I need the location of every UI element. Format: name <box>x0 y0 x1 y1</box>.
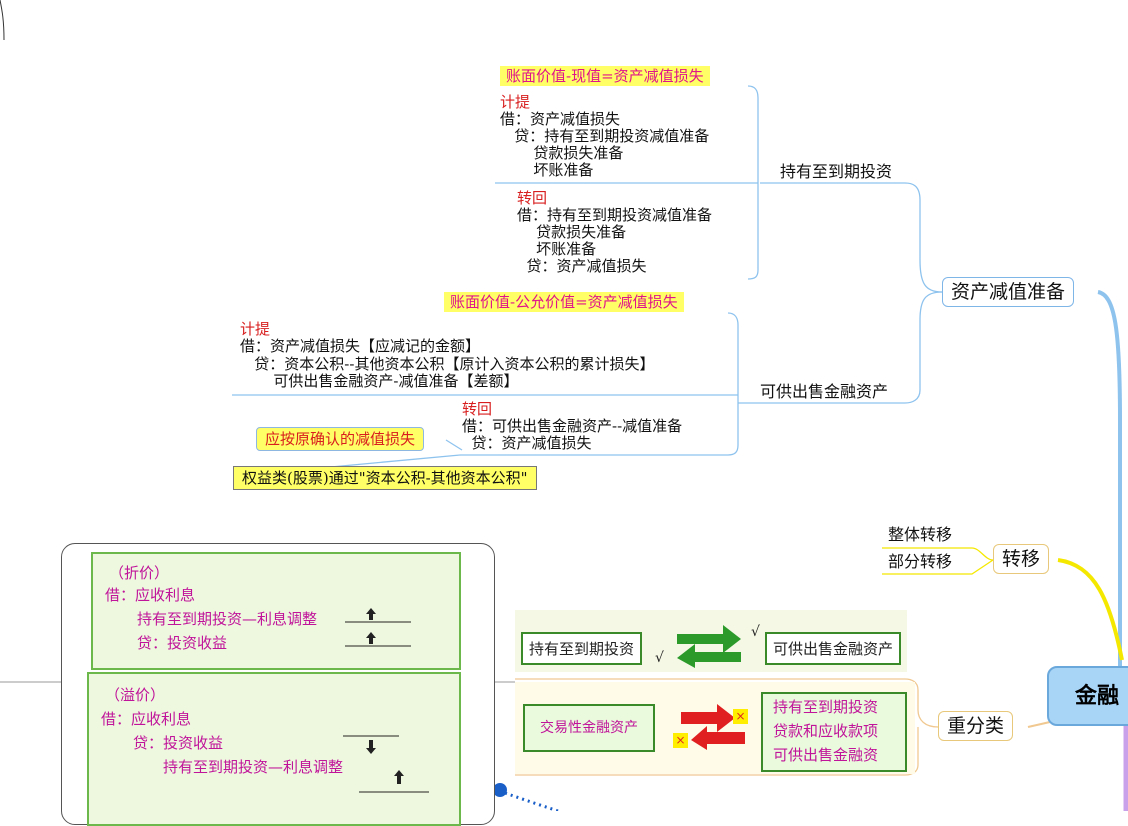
discount-line-2: 持有至到期投资—利息调整 <box>137 610 318 628</box>
reclass-bracket <box>515 678 939 728</box>
x-mark-2: × <box>673 733 688 748</box>
htm-bracket <box>747 85 759 280</box>
premium-line-1: 借：应收利息 <box>101 710 192 728</box>
premium-panel: （溢价） 借：应收利息 贷：投资收益 持有至到期投资—利息调整 <box>87 672 461 826</box>
reclass-bottom-right-box: 持有至到期投资 贷款和应收款项 可供出售金融资 <box>761 692 907 772</box>
check-mark-1: √ <box>655 650 664 666</box>
htm-connector <box>760 182 943 293</box>
htm-reversal-title: 转回 <box>517 189 548 207</box>
reclass-top-image: 持有至到期投资 √ √ 可供出售金融资产 <box>515 610 907 672</box>
afs-reversal-title: 转回 <box>462 400 493 418</box>
red-swap-arrows-icon <box>681 704 745 750</box>
central-node[interactable]: 金融 <box>1047 666 1128 726</box>
transfer-connector <box>882 547 994 561</box>
premium-line-2: 贷：投资收益 <box>133 734 224 752</box>
reclass-target-3: 可供出售金融资 <box>773 746 879 764</box>
htm-provision-line-4: 坏账准备 <box>500 161 594 179</box>
discount-title: （折价） <box>109 564 170 582</box>
htm-reversal-line-3: 坏账准备 <box>517 240 597 258</box>
premium-title: （溢价） <box>105 686 166 704</box>
afs-branch-label[interactable]: 可供出售金融资产 <box>760 382 889 401</box>
htm-reversal-line-4: 贷：资产减值损失 <box>517 257 647 275</box>
htm-reversal-line-1: 借：持有至到期投资减值准备 <box>517 206 713 224</box>
afs-provision-line-3: 可供出售金融资产-减值准备【差额】 <box>240 372 519 390</box>
afs-provision-title: 计提 <box>240 320 271 338</box>
dotted-link <box>504 791 559 811</box>
transfer-item-partial[interactable]: 部分转移 <box>888 552 953 571</box>
transfer-connector-2 <box>882 559 994 575</box>
reclass-top-left-box: 持有至到期投资 <box>521 632 643 665</box>
htm-provision-line-1: 借：资产减值损失 <box>500 110 621 128</box>
branch-transfer-line <box>1057 558 1124 661</box>
htm-provision-title: 计提 <box>500 93 531 111</box>
premium-line-3: 持有至到期投资—利息调整 <box>163 758 344 776</box>
reclass-bottom-left-box: 交易性金融资产 <box>523 704 655 752</box>
afs-provision-line-2: 贷：资本公积--其他资本公积【原计入资本公积的累计损失】 <box>240 355 655 373</box>
impairment-node[interactable]: 资产减值准备 <box>942 277 1075 307</box>
swap-arrows-icon <box>677 625 741 668</box>
afs-equity-link <box>319 454 461 469</box>
afs-reversal-line-2: 贷：资产减值损失 <box>462 434 592 452</box>
afs-reversal-line-1: 借：可供出售金融资产--减值准备 <box>462 417 683 435</box>
discount-arrows-icon <box>345 608 411 647</box>
link-dot <box>493 783 507 797</box>
transfer-item-whole[interactable]: 整体转移 <box>888 525 953 544</box>
transfer-node[interactable]: 转移 <box>993 544 1050 574</box>
afs-callout[interactable]: 应按原确认的减值损失 <box>256 427 425 451</box>
htm-formula: 账面价值-现值=资产减值损失 <box>500 66 710 86</box>
premium-arrows-icon <box>343 735 429 793</box>
reclass-target-1: 持有至到期投资 <box>773 698 879 716</box>
reclass-top-right-box: 可供出售金融资产 <box>765 632 902 665</box>
branch-reclass-line <box>1027 721 1051 728</box>
htm-provision-line-2: 贷：持有至到期投资减值准备 <box>500 127 710 145</box>
branch-impairment-line <box>1097 290 1122 666</box>
afs-callout-link <box>445 439 463 451</box>
htm-branch-label[interactable]: 持有至到期投资 <box>780 162 893 181</box>
discount-line-1: 借：应收利息 <box>105 586 196 604</box>
afs-bracket <box>460 312 739 456</box>
afs-connector <box>738 291 943 404</box>
discount-line-3: 贷：投资收益 <box>137 634 228 652</box>
x-mark-1: × <box>733 709 748 724</box>
reclass-node[interactable]: 重分类 <box>938 711 1014 741</box>
check-mark-2: √ <box>751 624 760 640</box>
reclass-bottom-image: 交易性金融资产 × × 持有至到期投资 贷款和应收款项 可供出售金融资 <box>515 682 915 774</box>
top-left-line <box>0 0 5 41</box>
htm-reversal-line-2: 贷款损失准备 <box>517 223 627 241</box>
reclass-target-2: 贷款和应收款项 <box>773 722 879 740</box>
htm-provision-line-3: 贷款损失准备 <box>500 144 624 162</box>
afs-equity-note[interactable]: 权益类(股票)通过"资本公积-其他资本公积" <box>233 466 537 490</box>
discount-panel: （折价） 借：应收利息 持有至到期投资—利息调整 贷：投资收益 <box>91 552 461 670</box>
amortization-image-box[interactable]: （折价） 借：应收利息 持有至到期投资—利息调整 贷：投资收益 （溢价） 借：应… <box>61 543 495 826</box>
afs-provision-line-1: 借：资产减值损失【应减记的金额】 <box>240 337 481 355</box>
afs-formula: 账面价值-公允价值=资产减值损失 <box>444 292 684 312</box>
